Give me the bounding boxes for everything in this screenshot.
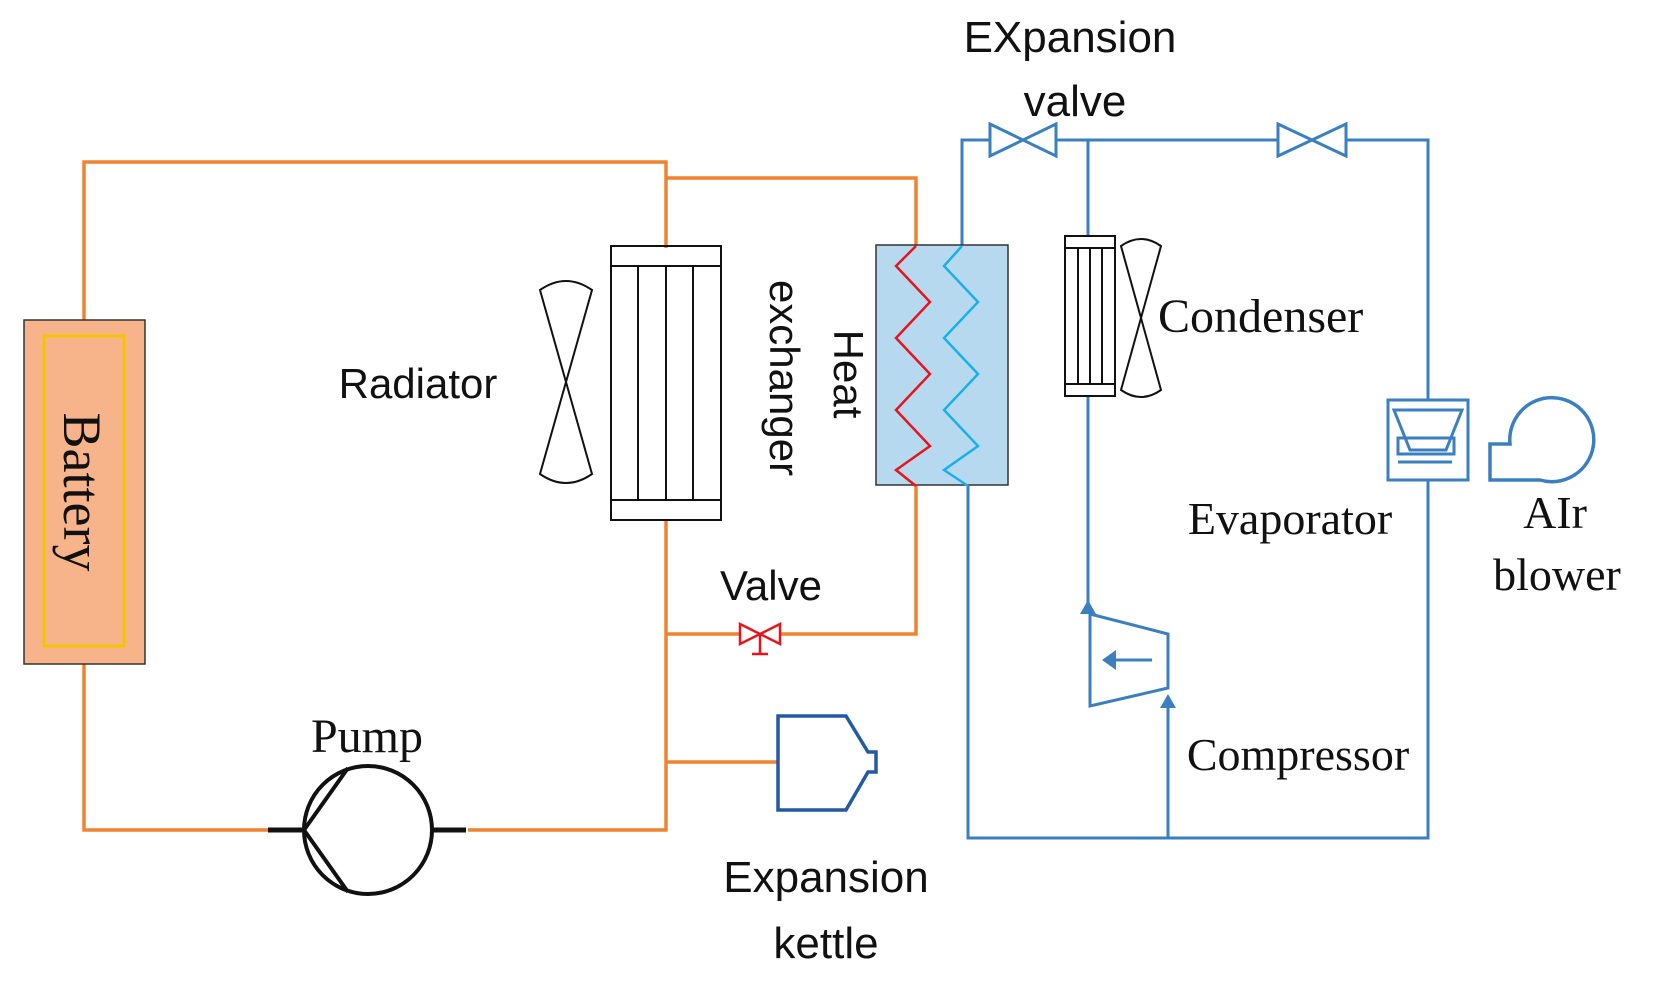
expansion-kettle-label-line1: Expansion	[723, 853, 928, 902]
condenser-label: Condenser	[1158, 290, 1363, 343]
evaporator	[1386, 398, 1470, 482]
air-blower-label-line1: AIr	[1523, 487, 1587, 538]
expansion-valve-icon	[988, 121, 1058, 159]
air-blower-icon	[1488, 395, 1596, 484]
expansion-valve-label-line2: valve	[1024, 77, 1127, 126]
heat-exchanger	[875, 244, 1009, 488]
radiator-fan-icon	[538, 280, 594, 484]
condenser-fan-icon	[1119, 238, 1163, 398]
valve-label: Valve	[720, 562, 822, 609]
battery: Battery	[23, 319, 146, 665]
evaporator-label: Evaporator	[1188, 493, 1392, 544]
expansion-kettle-label-line2: kettle	[773, 919, 878, 968]
coolant-loop	[82, 160, 918, 832]
heat-exchanger-label-line2: exchanger	[761, 280, 808, 476]
valve-icon	[738, 621, 782, 656]
compressor-label: Compressor	[1187, 729, 1409, 780]
compressor-icon	[1080, 600, 1176, 708]
second-expansion-valve-icon	[1276, 121, 1348, 159]
radiator	[610, 245, 722, 521]
heat-exchanger-label-line1: Heat	[825, 330, 872, 419]
pump-icon	[268, 764, 466, 896]
condenser	[1064, 235, 1116, 397]
radiator-label: Radiator	[339, 360, 498, 407]
refrigerant-loop	[960, 138, 1430, 840]
battery-label: Battery	[52, 413, 112, 572]
expansion-kettle-icon	[776, 714, 878, 812]
pump-label: Pump	[311, 710, 423, 763]
expansion-valve-label-line1: EXpansion	[964, 13, 1177, 62]
air-blower-label-line2: blower	[1493, 549, 1621, 600]
